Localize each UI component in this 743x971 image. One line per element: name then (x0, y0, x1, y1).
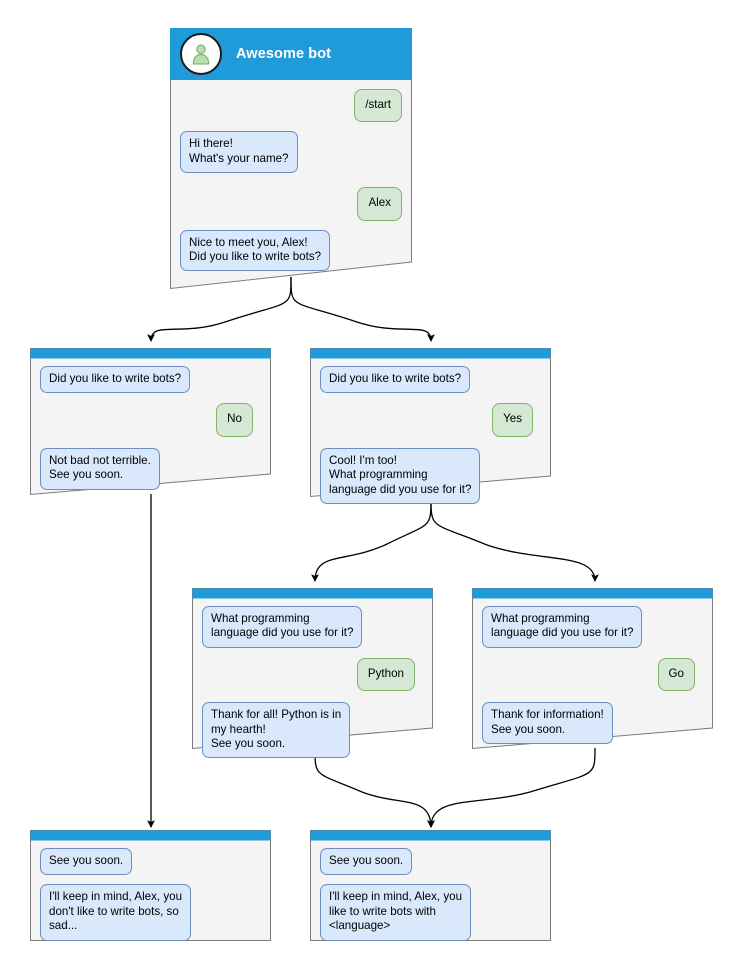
edge-go-to-end (427, 747, 596, 829)
card-root[interactable]: Awesome bot /start Hi there! What's your… (170, 28, 412, 290)
chat-row: Alex (180, 187, 402, 221)
chat-row: Thank for information! See you soon. (482, 702, 703, 745)
bot-message-bubble: Cool! I'm too! What programming language… (320, 447, 481, 505)
chat-row: Nice to meet you, Alex! Did you like to … (180, 229, 402, 272)
chat-row: Thank for all! Python is in my hearth! S… (202, 702, 423, 759)
card-header-bar (472, 588, 713, 598)
chat-row: What programming language did you use fo… (202, 606, 423, 648)
card-header-bar (30, 348, 271, 358)
chat-row: Did you like to write bots? (40, 366, 261, 394)
card-python-branch[interactable]: What programming language did you use fo… (192, 588, 433, 759)
person-glyph-icon (192, 44, 210, 65)
user-message-bubble: Python (356, 657, 415, 692)
bot-message-bubble: Nice to meet you, Alex! Did you like to … (180, 229, 331, 272)
bot-message-bubble: I'll keep in mind, Alex, you like to wri… (320, 884, 472, 941)
card-root-content: Awesome bot /start Hi there! What's your… (170, 28, 412, 286)
chat-row: Python (202, 657, 415, 692)
chat-log: Did you like to write bots? No Not bad n… (30, 358, 271, 505)
chat-row: Not bad not terrible. See you soon. (40, 447, 261, 490)
chat-row: Did you like to write bots? (320, 366, 541, 394)
bot-message-bubble: See you soon. (40, 848, 133, 876)
chat-row: What programming language did you use fo… (482, 606, 703, 648)
chat-row: I'll keep in mind, Alex, you like to wri… (320, 884, 541, 941)
bot-message-bubble: I'll keep in mind, Alex, you don't like … (40, 884, 192, 941)
card-end-sad[interactable]: See you soon. I'll keep in mind, Alex, y… (30, 830, 271, 941)
bot-message-bubble: Hi there! What's your name? (180, 131, 298, 174)
bot-message-bubble: See you soon. (320, 848, 413, 876)
chat-row: See you soon. (320, 848, 541, 876)
chat-row: /start (180, 89, 402, 123)
card-end-happy-content: See you soon. I'll keep in mind, Alex, y… (310, 830, 551, 956)
user-message-bubble: /start (354, 89, 402, 123)
chat-row: Yes (320, 403, 533, 437)
card-end-happy[interactable]: See you soon. I'll keep in mind, Alex, y… (310, 830, 551, 941)
card-yes-branch-content: Did you like to write bots? Yes Cool! I'… (310, 348, 551, 519)
chat-row: Hi there! What's your name? (180, 131, 402, 174)
chat-log: Did you like to write bots? Yes Cool! I'… (310, 358, 551, 519)
card-header-bar (192, 588, 433, 598)
chat-row: Go (482, 657, 695, 692)
bot-message-bubble: What programming language did you use fo… (482, 606, 643, 648)
chat-log: See you soon. I'll keep in mind, Alex, y… (30, 840, 271, 956)
bot-message-bubble: Did you like to write bots? (40, 366, 191, 394)
bot-message-bubble: Thank for information! See you soon. (482, 702, 613, 745)
card-no-branch[interactable]: Did you like to write bots? No Not bad n… (30, 348, 271, 496)
user-message-bubble: Go (657, 657, 695, 692)
page-title: Awesome bot (236, 45, 332, 62)
person-avatar-icon (180, 32, 222, 75)
card-go-branch-content: What programming language did you use fo… (472, 588, 713, 759)
bot-message-bubble: Did you like to write bots? (320, 366, 471, 394)
user-message-bubble: Yes (492, 403, 533, 437)
chat-row: I'll keep in mind, Alex, you don't like … (40, 884, 261, 941)
bot-message-bubble: What programming language did you use fo… (202, 606, 363, 648)
chat-row: No (40, 403, 253, 437)
card-go-branch[interactable]: What programming language did you use fo… (472, 588, 713, 750)
bot-message-bubble: Thank for all! Python is in my hearth! S… (202, 702, 351, 759)
root-header: Awesome bot (170, 28, 412, 79)
card-header-bar (310, 348, 551, 358)
user-message-bubble: No (216, 403, 253, 437)
user-message-bubble: Alex (357, 187, 402, 221)
chat-log: What programming language did you use fo… (472, 598, 713, 759)
root-chat-log: /start Hi there! What's your name? Alex … (170, 79, 412, 286)
card-no-branch-content: Did you like to write bots? No Not bad n… (30, 348, 271, 505)
card-end-sad-content: See you soon. I'll keep in mind, Alex, y… (30, 830, 271, 956)
card-header-bar (310, 830, 551, 840)
card-yes-branch[interactable]: Did you like to write bots? Yes Cool! I'… (310, 348, 551, 505)
chat-row: Cool! I'm too! What programming language… (320, 447, 541, 505)
chat-log: See you soon. I'll keep in mind, Alex, y… (310, 840, 551, 956)
chat-log: What programming language did you use fo… (192, 598, 433, 773)
card-header-bar (30, 830, 271, 840)
card-python-branch-content: What programming language did you use fo… (192, 588, 433, 773)
bot-message-bubble: Not bad not terrible. See you soon. (40, 447, 160, 490)
chat-row: See you soon. (40, 848, 261, 876)
